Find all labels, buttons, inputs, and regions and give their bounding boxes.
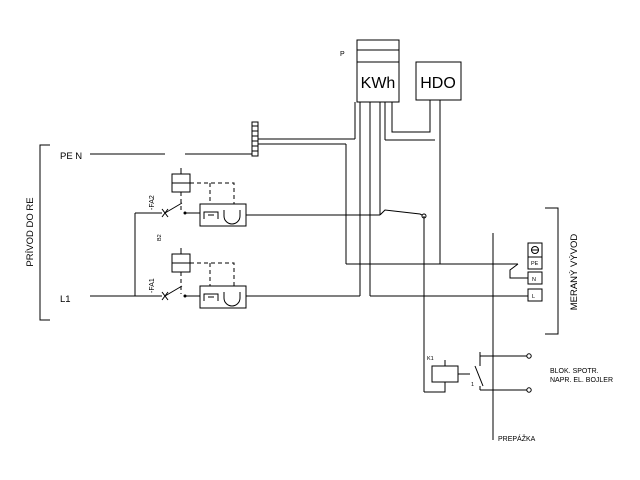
relay-k1	[423, 352, 532, 393]
terminal-n-label: N	[532, 277, 536, 283]
meter-top-label: P	[340, 51, 345, 58]
fa1-label: -FA1	[149, 278, 156, 293]
partition-label: PREPÁŽKA	[498, 434, 536, 443]
supply-label: PRÍVOD DO RE	[25, 197, 36, 266]
pen-terminal-block	[251, 121, 355, 157]
meter-wiring	[345, 100, 520, 356]
supply-bracket	[39, 144, 50, 321]
load-label-line1: BLOK. SPOTR.	[550, 368, 599, 375]
fa2-label: -FA2	[149, 195, 156, 210]
breaker-fa1: -FA1	[149, 248, 360, 309]
load-label-line2: NAPR. EL. BOJLER	[550, 377, 613, 384]
outlet-label: MERANÝ VÝVOD	[569, 234, 580, 311]
terminal-pe-label: PE	[531, 261, 539, 267]
l1-label: L1	[60, 294, 71, 305]
outlet-bracket	[545, 207, 559, 335]
hdo-receiver	[415, 61, 462, 101]
relay-contact-label: 1	[471, 382, 474, 388]
hdo-label: HDO	[420, 75, 456, 92]
terminal-l-label: L	[532, 294, 535, 300]
l1-conductor	[90, 212, 162, 297]
pen-label: PE N	[60, 151, 82, 162]
kwh-meter	[356, 39, 400, 103]
meter-label: KWh	[361, 75, 396, 92]
breaker-fa2: -FA2	[149, 168, 380, 227]
outlet-terminals	[509, 242, 543, 302]
relay-k1-label: K1	[427, 356, 434, 362]
b2-label: B2	[157, 234, 163, 241]
